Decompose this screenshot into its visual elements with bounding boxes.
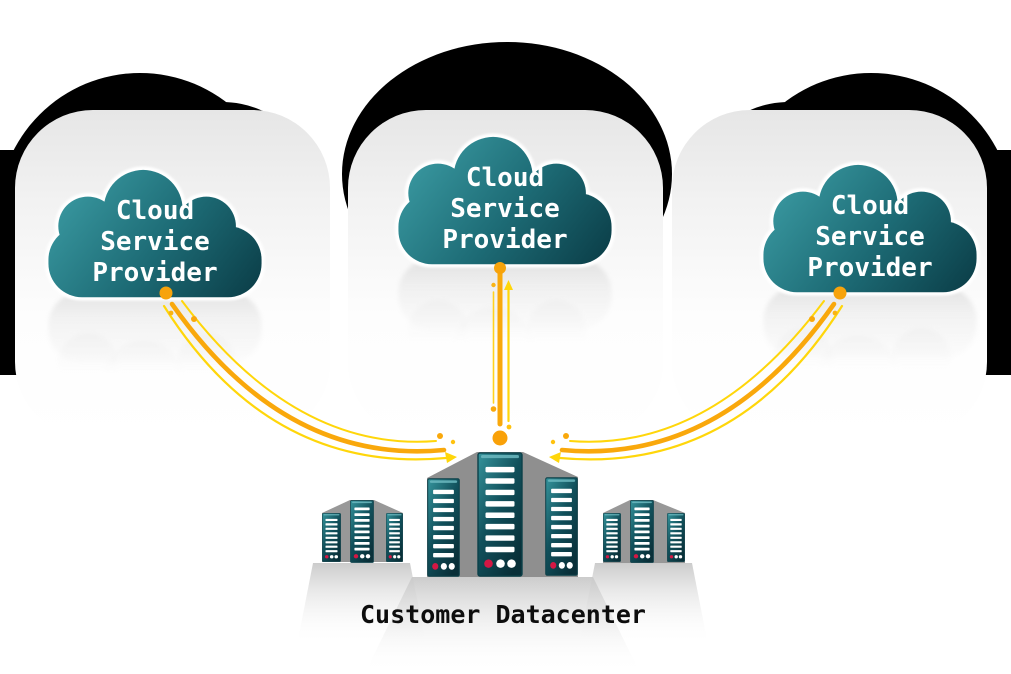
server-tower xyxy=(603,513,621,562)
connection-line-left xyxy=(159,286,457,463)
cloud-service-provider-middle: Cloud Service Provider xyxy=(380,132,630,280)
server-rack-group-right xyxy=(603,500,685,563)
customer-datacenter-servers xyxy=(297,452,708,673)
datacenter-label: Customer Datacenter xyxy=(360,600,646,629)
server-tower xyxy=(545,477,578,576)
server-tower xyxy=(350,500,374,563)
cloud-label-left: Cloud Service Provider xyxy=(30,196,280,289)
cloud-label-line: Service xyxy=(100,227,210,257)
cloud-label-middle: Cloud Service Provider xyxy=(380,163,630,256)
cloud-label-line: Cloud xyxy=(115,196,195,226)
cloud-label-line: Cloud xyxy=(830,191,910,221)
cloud-label-line: Service xyxy=(450,194,560,224)
server-rack-group-center xyxy=(427,452,578,577)
floor-shadow-center xyxy=(365,577,640,673)
cloud-label-line: Provider xyxy=(92,258,218,288)
arrowhead-icon xyxy=(445,452,457,463)
connection-line-right xyxy=(549,287,847,464)
server-tower xyxy=(630,500,654,563)
connection-start-dot xyxy=(494,262,506,274)
cloud-service-provider-right: Cloud Service Provider xyxy=(745,160,995,308)
server-tower xyxy=(322,513,341,562)
arrowhead-icon xyxy=(504,280,513,290)
server-tower xyxy=(427,478,460,577)
cloud-label-line: Cloud xyxy=(465,163,545,193)
cloud-service-provider-left: Cloud Service Provider xyxy=(30,165,280,313)
cloud-label-line: Provider xyxy=(807,253,933,283)
connection-line-middle xyxy=(490,262,513,446)
server-tower xyxy=(386,513,403,562)
server-tower xyxy=(667,513,685,562)
server-rack-group-left xyxy=(322,500,403,563)
connection-hub-dot xyxy=(492,430,508,446)
server-tower xyxy=(477,452,523,577)
cloud-label-right: Cloud Service Provider xyxy=(745,191,995,284)
cloud-label-line: Provider xyxy=(442,225,568,255)
cloud-label-line: Service xyxy=(815,222,925,252)
